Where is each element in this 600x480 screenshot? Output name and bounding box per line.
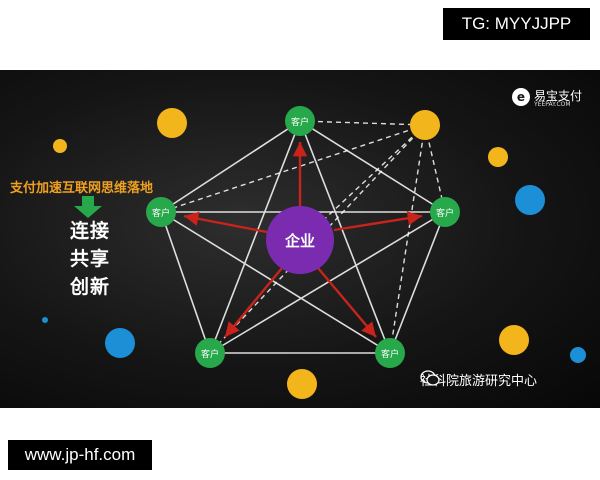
edge-top-left [160, 120, 301, 213]
edge-left-bottomleft [160, 211, 211, 354]
wechat-icon [420, 370, 440, 386]
blue-dot [42, 317, 48, 323]
connection-lines [160, 120, 446, 354]
blue-node [515, 185, 545, 215]
bottom-tag: www.jp-hf.com [8, 440, 152, 470]
client-node-bottomleft [195, 338, 225, 368]
center-arrows [183, 142, 423, 338]
gold-dot [53, 139, 67, 153]
client-label-bottomright: 客户 [381, 348, 399, 360]
edge-right-bottomright [389, 211, 446, 354]
gold-node [410, 110, 440, 140]
top-tag: TG: MYYJJPP [443, 8, 590, 40]
client-node-bottomright [375, 338, 405, 368]
down-arrow-icon [74, 196, 102, 218]
center-node [266, 206, 334, 274]
blue-dot [570, 347, 586, 363]
keyword-share: 共享 [70, 248, 111, 270]
edge-top-right [299, 120, 446, 213]
client-node-top [285, 106, 315, 136]
watermark-text: 社科院旅游研究中心 [420, 374, 538, 389]
decorative-nodes [42, 108, 586, 399]
diag-top-bottomleft [209, 120, 301, 354]
gold-node [499, 325, 529, 355]
wechat-watermark: 社科院旅游研究中心 [420, 370, 537, 389]
network-diagram: 企业 客户 客户 客户 客户 客户 [42, 106, 586, 399]
client-label-bottomleft: 客户 [201, 348, 219, 360]
slogan: 支付加速互联网思维落地 [10, 181, 154, 196]
client-label-right: 客户 [436, 207, 454, 219]
diag-right-bottomleft [209, 211, 446, 354]
diag-top-bottomright [299, 120, 391, 354]
client-label-top: 客户 [291, 116, 309, 128]
gold-dot [488, 147, 508, 167]
yeepay-logo-icon: e [512, 88, 530, 106]
client-nodes: 客户 客户 客户 客户 客户 [146, 106, 460, 368]
gold-node [157, 108, 187, 138]
diag-left-bottomright [160, 211, 391, 354]
center-label: 企业 [284, 232, 315, 250]
diagram-panel: 企业 客户 客户 客户 客户 客户 e [0, 70, 600, 408]
keyword-connect: 连接 [70, 220, 111, 242]
client-node-right [430, 197, 460, 227]
keyword-innovate: 创新 [70, 276, 111, 298]
gold-node [287, 369, 317, 399]
client-label-left: 客户 [152, 207, 170, 219]
logo-name: 易宝支付 [534, 89, 583, 103]
client-node-left [146, 197, 176, 227]
blue-node [105, 328, 135, 358]
logo-sub: YEEPAY.COM [534, 101, 571, 108]
